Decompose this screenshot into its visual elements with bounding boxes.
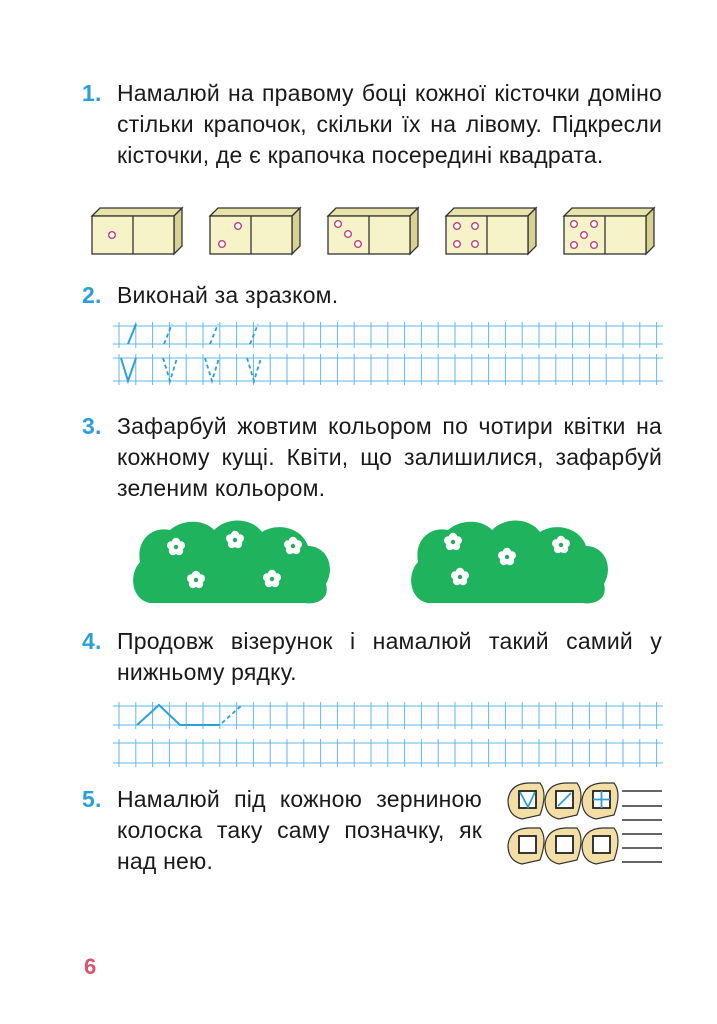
task-3: 3. Зафарбуй жовтим кольором по чотири кв… <box>82 411 662 504</box>
domino-3 <box>327 207 419 255</box>
bush-2 <box>411 520 608 604</box>
task-2: 2. Виконай за зразком. <box>82 280 662 311</box>
domino-1 <box>91 207 183 255</box>
task-number: 1. <box>82 80 102 106</box>
task-text: Зафарбуй жовтим кольором по чотири квіт­… <box>117 413 662 501</box>
task-number: 4. <box>82 628 102 654</box>
task-4: 4. Продовж візерунок і намалюй такий сам… <box>82 626 662 688</box>
task-text: Намалюй на правому боці кожної кісточки … <box>117 80 662 168</box>
domino-4 <box>445 207 537 255</box>
task-number: 2. <box>82 282 102 308</box>
task-text: Намалюй під кожною зерни­ною колоска так… <box>117 786 482 874</box>
bush-1 <box>133 520 330 604</box>
task-5: 5. Намалюй під кожною зерни­ною колоска … <box>82 784 482 877</box>
task-number: 3. <box>82 413 102 439</box>
task-1: 1. Намалюй на правому боці кожної кісточ… <box>82 78 662 171</box>
domino-2 <box>209 207 301 255</box>
task-text: Виконай за зразком. <box>117 282 339 308</box>
task-number: 5. <box>82 786 102 812</box>
domino-5 <box>563 207 655 255</box>
page-number: 6 <box>84 954 97 979</box>
task-text: Продовж візерунок і намалюй такий самий … <box>117 628 662 685</box>
